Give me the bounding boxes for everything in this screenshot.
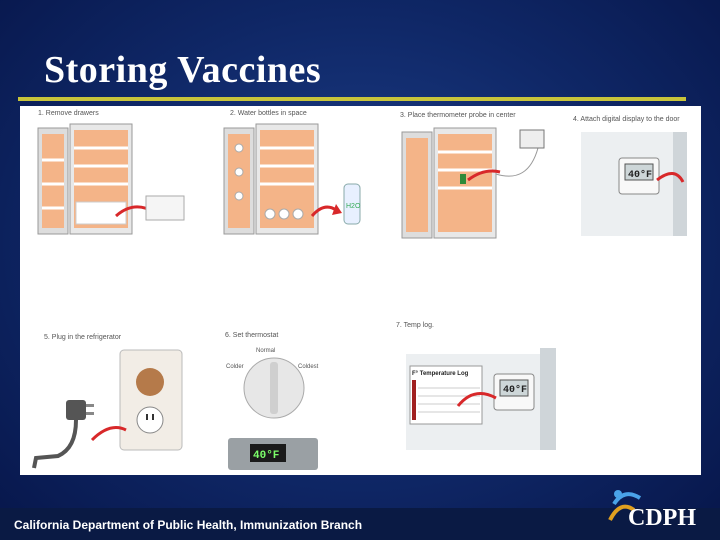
step-7-label: 7. Temp log. bbox=[396, 322, 435, 329]
step-2-illustration: H2O bbox=[223, 123, 361, 235]
cdph-logo-icon bbox=[608, 490, 642, 521]
thermostat-normal-label: Normal bbox=[256, 348, 275, 354]
step-2-label: 2. Water bottles in space bbox=[230, 110, 307, 117]
display-reading-step6: 40°F bbox=[253, 450, 279, 462]
step-4-illustration: 40°F bbox=[581, 132, 687, 236]
step-3-label: 3. Place thermometer probe in center bbox=[400, 112, 516, 119]
step-1-label: 1. Remove drawers bbox=[38, 110, 99, 117]
temp-log-title: F° Temperature Log bbox=[412, 371, 469, 377]
step-7-illustration: F° Temperature Log 40°F bbox=[406, 348, 556, 450]
display-reading-step7: 40°F bbox=[503, 384, 527, 396]
step-5-illustration bbox=[32, 349, 183, 469]
slide-title: Storing Vaccines bbox=[44, 49, 322, 91]
display-reading-step4: 40°F bbox=[628, 169, 652, 181]
footer-text: California Department of Public Health, … bbox=[14, 518, 363, 532]
title-underline bbox=[18, 97, 686, 101]
thermostat-colder-label: Colder bbox=[226, 364, 244, 370]
step-4-label: 4. Attach digital display to the door bbox=[573, 116, 680, 123]
step-6-illustration: Normal Colder Coldest 40°F bbox=[226, 348, 319, 470]
cdph-logo-text: CDPH bbox=[628, 505, 696, 531]
footer-bar bbox=[0, 508, 720, 540]
bottle-label: H2O bbox=[346, 203, 361, 210]
thermostat-coldest-label: Coldest bbox=[298, 364, 319, 370]
step-1-illustration bbox=[37, 123, 185, 235]
step-5-label: 5. Plug in the refrigerator bbox=[44, 334, 122, 341]
step-6-label: 6. Set thermostat bbox=[225, 332, 279, 339]
illustration-panel: 1. Remove drawers 2. Water bottles in sp… bbox=[20, 106, 701, 475]
step-3-illustration bbox=[401, 127, 545, 239]
